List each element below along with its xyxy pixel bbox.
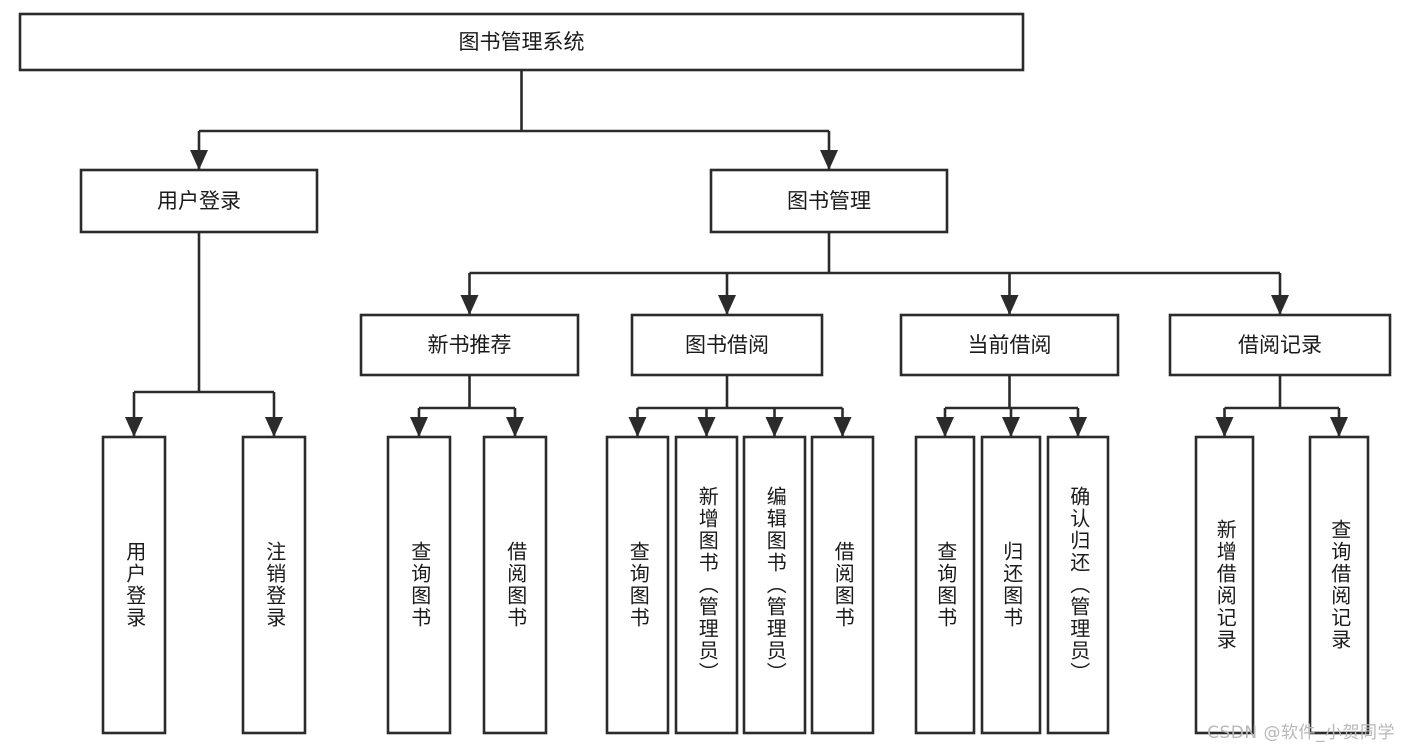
arrow-head-icon: [697, 417, 716, 437]
arrow-head-icon: [265, 417, 283, 437]
arrow-head-icon: [1330, 417, 1348, 437]
arrow-head-icon: [718, 295, 736, 315]
node-查询图书-box[interactable]: [914, 435, 976, 735]
arrow-head-icon: [190, 150, 208, 170]
arrow-head-icon: [833, 417, 852, 437]
node-借阅图书-box[interactable]: [810, 435, 875, 735]
node-新书推荐-label: 新书推荐: [428, 333, 512, 357]
node-新书推荐-box[interactable]: [359, 313, 580, 377]
arrow-head-icon: [125, 417, 143, 437]
node-借阅图书-box[interactable]: [482, 435, 548, 735]
arrow-head-icon: [936, 417, 954, 437]
arrow-head-icon: [765, 417, 784, 437]
node-图书管理-box[interactable]: [709, 168, 949, 234]
node-查询图书-box[interactable]: [386, 435, 452, 735]
arrow-head-icon: [506, 417, 524, 437]
node-借阅记录-label: 借阅记录: [1238, 333, 1322, 357]
arrow-head-icon: [1069, 417, 1087, 437]
arrow-head-icon: [460, 295, 479, 315]
node-编辑图书管理员-box[interactable]: [742, 435, 807, 735]
node-当前借阅-label: 当前借阅: [968, 333, 1052, 357]
arrow-head-icon: [1215, 417, 1234, 437]
arrow-head-icon: [1000, 295, 1019, 315]
node-图书管理-label: 图书管理: [787, 189, 871, 213]
arrow-head-icon: [1002, 417, 1020, 437]
node-新增借阅记录-box[interactable]: [1194, 435, 1255, 735]
arrow-head-icon: [820, 150, 838, 170]
connector-layer: [125, 70, 1348, 437]
arrow-head-icon: [410, 417, 428, 437]
node-当前借阅-box[interactable]: [899, 313, 1120, 377]
node-查询借阅记录-box[interactable]: [1308, 435, 1370, 735]
node-借阅记录-box[interactable]: [1168, 313, 1392, 377]
node-归还图书-box[interactable]: [980, 435, 1042, 735]
arrow-head-icon: [628, 417, 647, 437]
node-图书借阅-box[interactable]: [630, 313, 824, 377]
node-用户登录-box[interactable]: [79, 168, 319, 234]
node-图书借阅-label: 图书借阅: [685, 333, 769, 357]
node-图书管理系统-label: 图书管理系统: [459, 30, 585, 54]
arrow-head-icon: [1271, 295, 1289, 315]
node-注销登录-box[interactable]: [241, 435, 307, 735]
node-图书管理系统-box[interactable]: [18, 12, 1025, 72]
node-用户登录-label: 用户登录: [157, 189, 241, 213]
node-确认归还管理员-box[interactable]: [1046, 435, 1110, 735]
node-新增图书管理员-box[interactable]: [674, 435, 739, 735]
node-用户登录-box[interactable]: [101, 435, 167, 735]
node-查询图书-box[interactable]: [605, 435, 670, 735]
